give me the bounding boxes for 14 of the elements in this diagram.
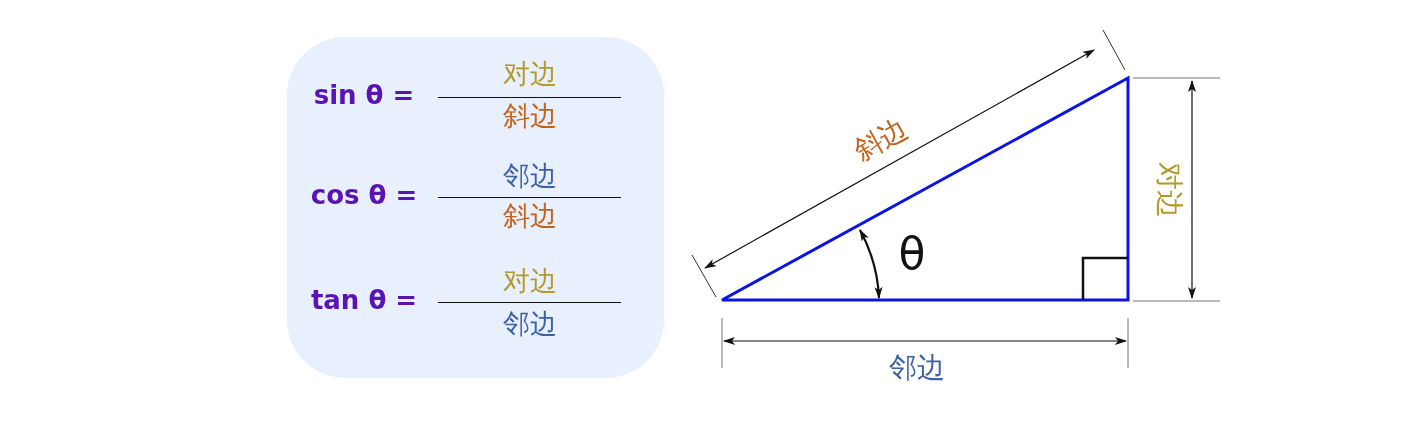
dimension-label: 对边: [1155, 162, 1183, 218]
formula-label: tan θ =: [310, 287, 418, 313]
fraction-denominator: 斜边: [503, 201, 557, 229]
formula-label: sin θ =: [313, 82, 415, 108]
angle-label: θ: [898, 232, 926, 276]
fraction-denominator: 斜边: [503, 101, 557, 129]
fraction-denominator: 邻边: [503, 309, 557, 337]
formula-panel: [287, 37, 664, 378]
formula-label: cos θ =: [310, 182, 418, 208]
fraction-numerator: 对边: [503, 59, 557, 87]
fraction-numerator: 对边: [503, 266, 557, 294]
dimension-label: 斜边: [849, 114, 913, 166]
fraction-numerator: 邻边: [503, 161, 557, 189]
dimension-label: 邻边: [889, 354, 945, 382]
